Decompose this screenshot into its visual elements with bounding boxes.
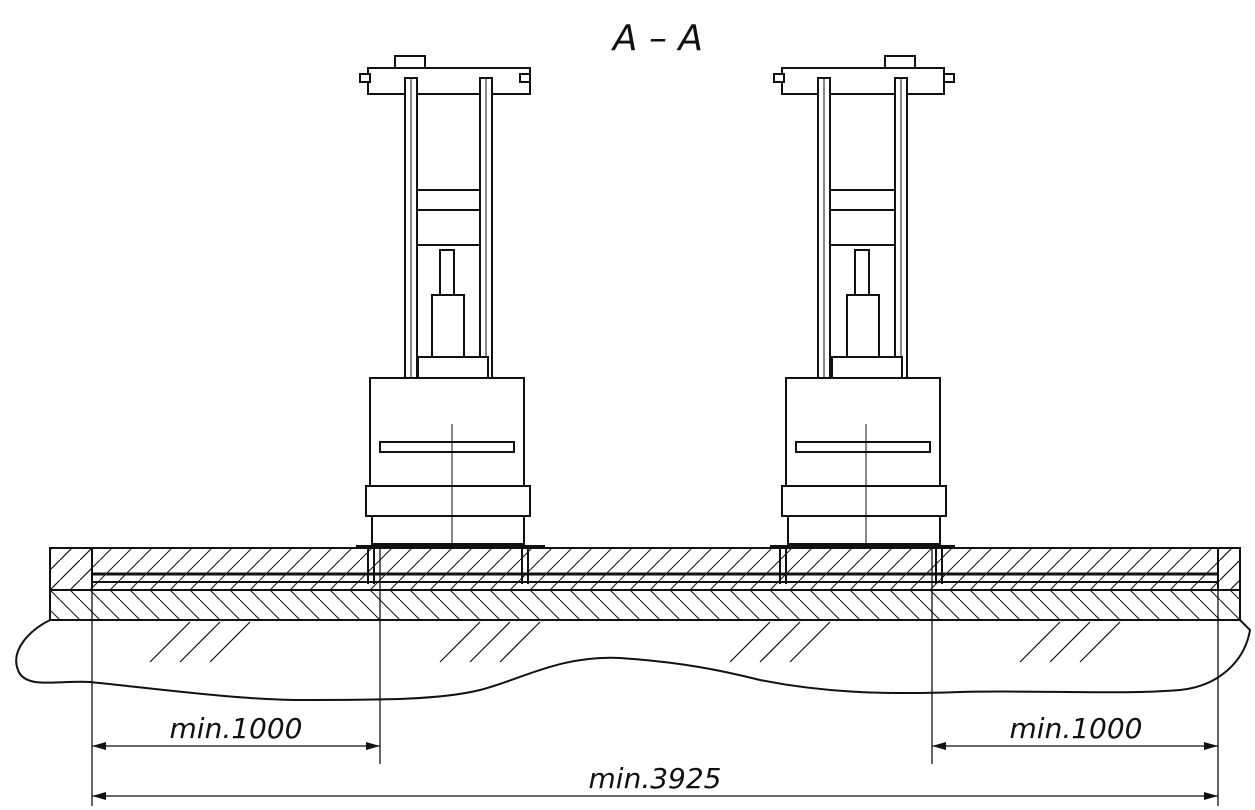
dimension-left-clearance: min.1000 bbox=[170, 712, 303, 745]
dimension-right-clearance: min.1000 bbox=[1010, 712, 1143, 745]
dimension-lines bbox=[91, 548, 1219, 806]
lift-right bbox=[770, 55, 955, 584]
lift-left bbox=[356, 55, 545, 584]
slab-section bbox=[15, 547, 1252, 702]
section-label: A – A bbox=[611, 18, 703, 59]
dimension-overall-width: min.3925 bbox=[589, 762, 722, 795]
